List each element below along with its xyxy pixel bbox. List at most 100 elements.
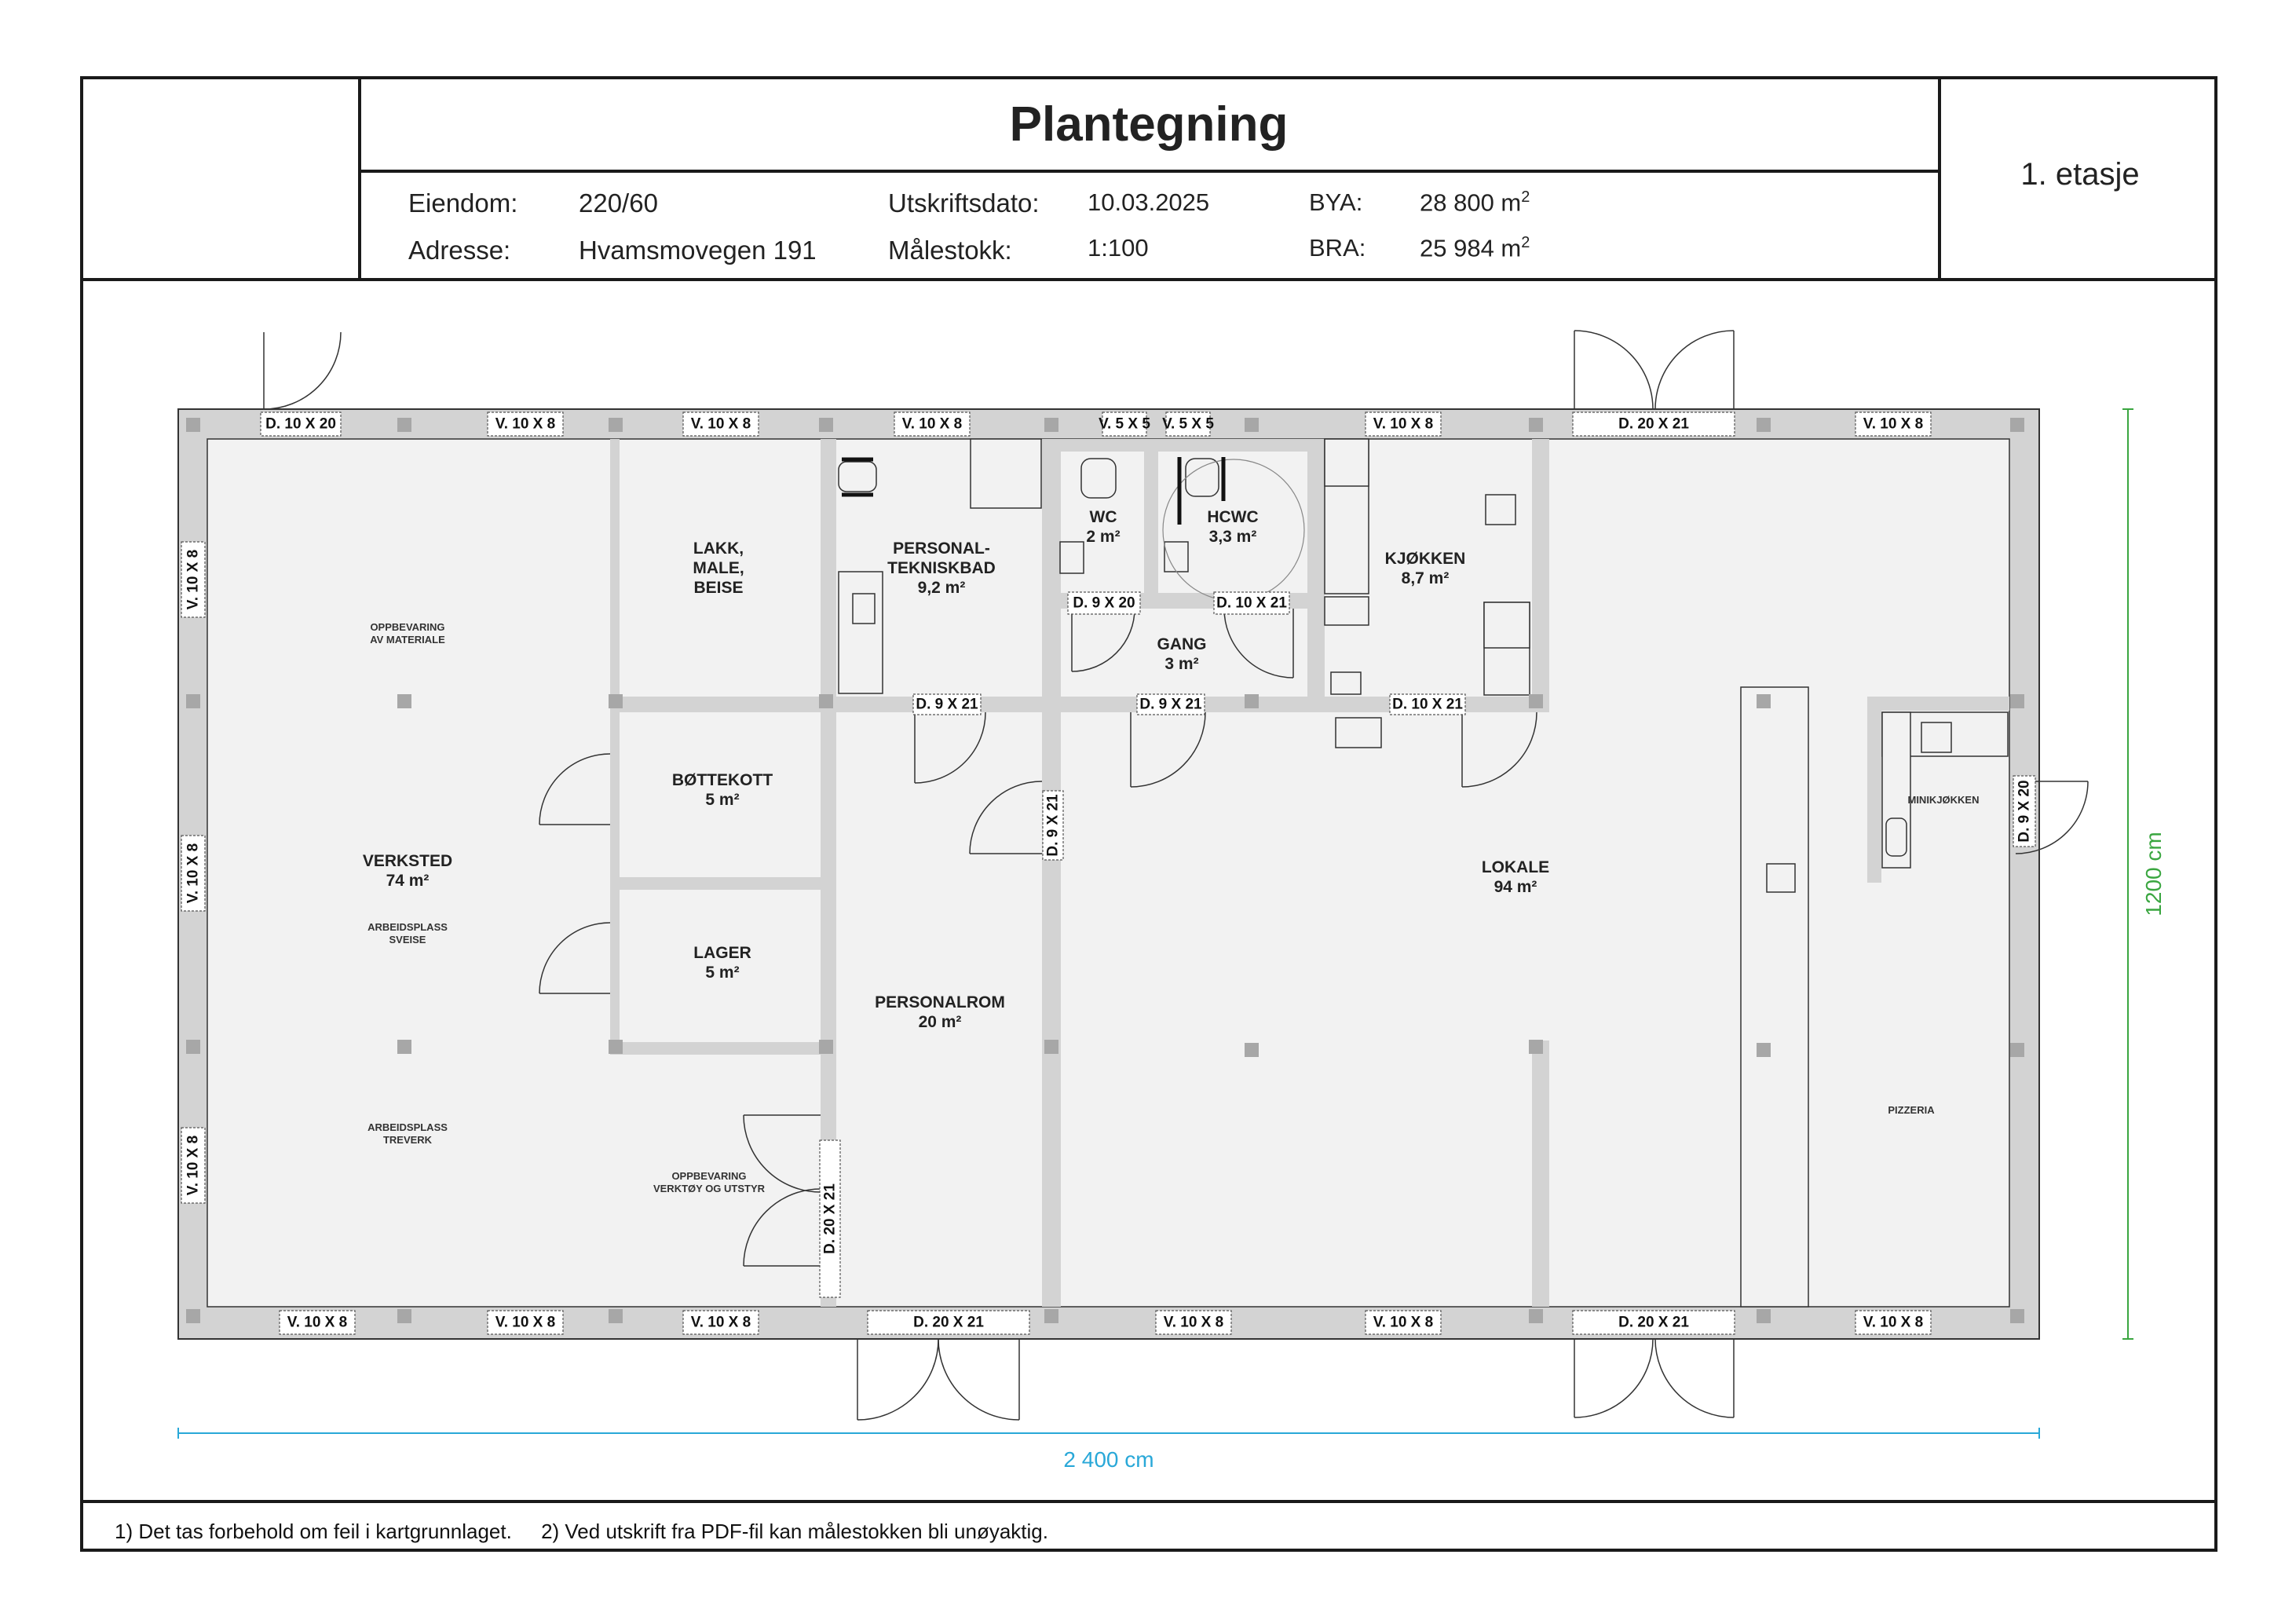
- opening-tag-label: V. 10 X 8: [1863, 1315, 1923, 1331]
- wc-toilet: [1080, 458, 1117, 499]
- opening-tag-box: [682, 411, 759, 437]
- opening-tag: V. 5 X 5: [1099, 411, 1150, 437]
- pillar: [819, 694, 833, 708]
- footer-notes: 1) Det tas forbehold om feil i kartgrunn…: [115, 1520, 1072, 1544]
- area-label: PIZZERIA: [1888, 1104, 1935, 1116]
- wall: [610, 439, 620, 1052]
- opening-tag-label: V. 10 X 8: [495, 416, 555, 433]
- opening-tag-label: D. 9 X 21: [1045, 794, 1062, 857]
- personal-toilet: [838, 461, 877, 492]
- door-swing: [2015, 781, 2089, 854]
- opening-tag-box: [912, 693, 982, 715]
- pillar: [1757, 418, 1771, 432]
- pillar: [397, 1309, 411, 1323]
- wall: [1042, 439, 1325, 452]
- door-swing: [1654, 330, 1735, 410]
- opening-tag: D. 9 X 21: [1042, 790, 1064, 861]
- door-swing: [938, 1338, 1020, 1421]
- opening-tag-box: [819, 1139, 841, 1298]
- room-label-line: KJØKKEN: [1385, 550, 1466, 568]
- pillar: [1757, 1043, 1771, 1057]
- door-swing: [1223, 608, 1294, 678]
- opening-tag-label: V. 10 X 8: [1863, 416, 1923, 433]
- opening-tag-label: V. 10 X 8: [1164, 1315, 1223, 1331]
- area-label-line: TREVERK: [383, 1134, 433, 1146]
- area-label-line: AV MATERIALE: [370, 634, 445, 646]
- personal-sink: [852, 593, 876, 624]
- room-label-line: MALE,: [693, 559, 744, 577]
- opening-tag-label: V. 10 X 8: [1373, 416, 1433, 433]
- area-label-line: OPPBEVARING: [370, 621, 444, 633]
- room-label-line: PERSONALROM: [875, 993, 1005, 1011]
- page-title: Plantegning: [1009, 97, 1289, 152]
- opening-tag-box: [1572, 411, 1735, 437]
- utskriftsdato-value: 10.03.2025: [1088, 188, 1210, 216]
- opening-tag: V. 10 X 8: [181, 541, 206, 618]
- kitchen-stove: [1485, 494, 1516, 525]
- bya-label: BYA:: [1309, 188, 1363, 216]
- door-swing: [1071, 608, 1135, 672]
- pillar: [1529, 418, 1543, 432]
- bya-unit-sup: 2: [1521, 188, 1530, 206]
- opening-tag: V. 10 X 8: [487, 1310, 564, 1335]
- pillar: [2010, 1309, 2024, 1323]
- opening-tag: V. 5 X 5: [1162, 411, 1214, 437]
- pillar: [186, 418, 200, 432]
- opening-tag-label: D. 20 X 21: [1618, 1315, 1689, 1331]
- opening-tag-box: [1155, 1310, 1232, 1335]
- pillar: [819, 1040, 833, 1054]
- floor-label: 1. etasje: [2020, 157, 2140, 192]
- pillar: [609, 1040, 623, 1054]
- opening-tag-box: [1572, 1310, 1735, 1335]
- pillar: [186, 1040, 200, 1054]
- pillar: [609, 1309, 623, 1323]
- opening-tag-label: V. 10 X 8: [691, 416, 751, 433]
- opening-tag-box: [1042, 790, 1064, 861]
- room-label-line: 74 m²: [386, 872, 430, 890]
- wall: [821, 439, 836, 1307]
- interior-floor: [207, 438, 2010, 1308]
- opening-tag-box: [2013, 775, 2036, 847]
- room-label-line: HCWC: [1207, 508, 1258, 526]
- title-underline: [358, 170, 1940, 173]
- opening-tag-box: [1165, 411, 1211, 437]
- pillar: [1245, 694, 1259, 708]
- opening-tag: D. 10 X 21: [1213, 591, 1290, 615]
- opening-tag: V. 10 X 8: [181, 1127, 206, 1204]
- room-label-line: 20 m²: [919, 1013, 962, 1031]
- opening-tag: D. 20 X 21: [1572, 1310, 1735, 1335]
- door-swing: [1654, 1338, 1735, 1418]
- opening-tag: V. 10 X 8: [894, 411, 971, 437]
- adresse-label: Adresse:: [408, 236, 511, 265]
- area-label-line: VERKTØY OG UTSTYR: [653, 1183, 766, 1194]
- kitchen-fixture: [1324, 596, 1369, 626]
- pillar: [2010, 1043, 2024, 1057]
- door-swing: [1130, 711, 1206, 788]
- opening-tag-box: [1855, 1310, 1932, 1335]
- interior-walls: [610, 439, 2009, 1307]
- kitchen-counter-top: [1324, 438, 1369, 487]
- room-label: WC2 m²: [1086, 508, 1120, 546]
- area-label: MINIKJØKKEN: [1907, 794, 1979, 806]
- opening-tag-label: V. 10 X 8: [495, 1315, 555, 1331]
- opening-tag: D. 9 X 20: [2013, 775, 2036, 847]
- pillar: [1757, 694, 1771, 708]
- door-swing: [539, 753, 611, 825]
- room-label-line: 5 m²: [705, 964, 739, 982]
- pillar: [186, 1309, 200, 1323]
- grab-bars: [842, 457, 1226, 525]
- area-label-line: ARBEIDSPLASS: [367, 1121, 448, 1133]
- opening-tag-box: [867, 1310, 1030, 1335]
- footer-note-2: 2) Ved utskrift fra PDF-fil kan målestok…: [541, 1520, 1048, 1543]
- wc-sink: [1059, 541, 1084, 574]
- minikitchen-stove: [1921, 722, 1952, 753]
- dimension-height-label: 1200 cm: [2141, 832, 2166, 916]
- footer-top-line: [80, 1500, 2217, 1503]
